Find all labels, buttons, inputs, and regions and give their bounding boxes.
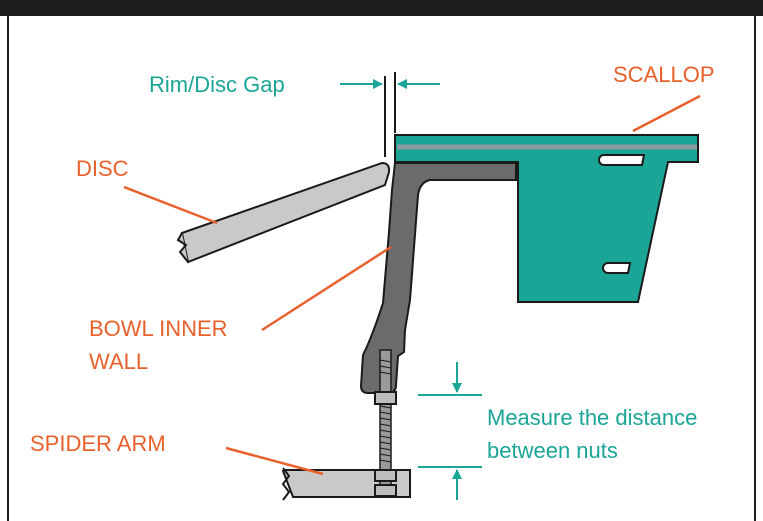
- bolt-assembly: [374, 349, 397, 497]
- lower-nut-1: [374, 469, 397, 482]
- scallop-part: [394, 134, 699, 303]
- spider-arm-label: SPIDER ARM: [30, 431, 166, 456]
- scallop-label: SCALLOP: [613, 62, 715, 87]
- measure-label-line2: between nuts: [487, 438, 618, 463]
- disc-part: [176, 161, 391, 264]
- scallop-leader: [632, 94, 701, 133]
- rim-disc-gap-label: Rim/Disc Gap: [149, 72, 285, 97]
- bowl-leader: [261, 245, 392, 332]
- upper-nut: [374, 391, 397, 405]
- disc-leader: [123, 185, 218, 225]
- measure-label-line1: Measure the distance: [487, 405, 697, 430]
- bowl-inner-wall-label-line1: BOWL INNER: [89, 316, 228, 341]
- bowl-inner-wall-label-line2: WALL: [89, 349, 148, 374]
- spider-leader: [225, 446, 324, 476]
- disc-label: DISC: [76, 156, 129, 181]
- lower-nut-2: [374, 484, 397, 497]
- header-bar: [0, 0, 763, 16]
